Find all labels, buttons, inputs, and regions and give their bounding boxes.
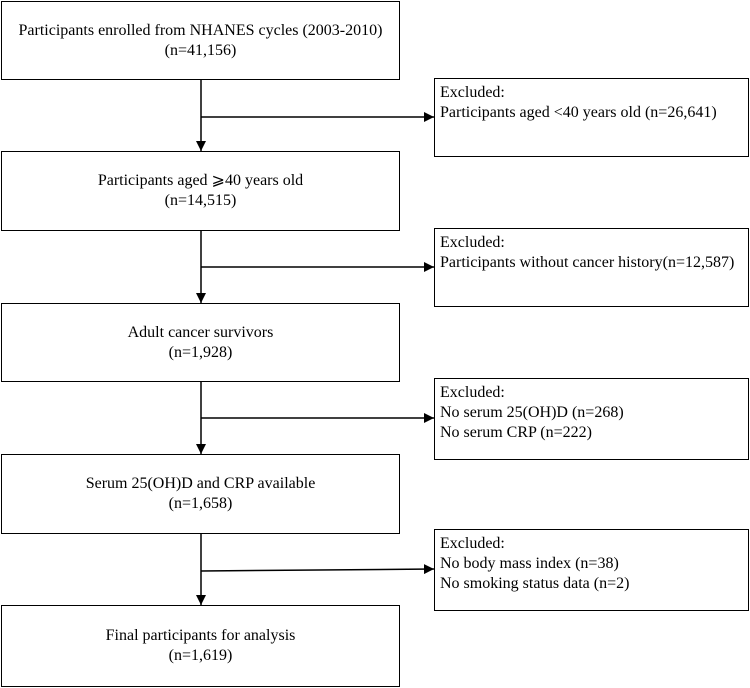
main-box-title: Participants enrolled from NHANES cycles… — [18, 21, 383, 39]
main-box-final-participants: Final participants for analysis (n=1,619… — [1, 605, 400, 687]
arrow-exclusion-4 — [200, 564, 435, 575]
exclusion-line: No smoking status data (n=2) — [440, 575, 630, 592]
exclusion-line: No serum CRP (n=222) — [440, 424, 592, 441]
exclusion-heading: Excluded: — [440, 84, 505, 101]
exclusion-line: No serum 25(OH)D (n=268) — [440, 404, 624, 421]
exclusion-box-serum: Excluded: No serum 25(OH)D (n=268) No se… — [434, 378, 749, 460]
exclusion-line: Participants aged <40 years old (n=26,64… — [440, 104, 717, 121]
main-box-count: (n=1,619) — [168, 647, 233, 664]
main-box-title: Final participants for analysis — [105, 627, 296, 644]
exclusion-line: No body mass index (n=38) — [440, 555, 619, 572]
exclusion-box-bmi-smoking: Excluded: No body mass index (n=38) No s… — [434, 529, 749, 611]
main-box-count: (n=41,156) — [164, 41, 237, 59]
main-box-count: (n=1,928) — [168, 343, 233, 361]
main-box-count: (n=1,658) — [168, 495, 233, 512]
main-box-title: Adult cancer survivors — [127, 323, 274, 341]
main-box-enrolled: Participants enrolled from NHANES cycles… — [1, 1, 400, 80]
main-box-title: Serum 25(OH)D and CRP available — [85, 475, 316, 492]
main-box-aged-40-plus: Participants aged ⩾40 years old (n=14,51… — [1, 151, 400, 231]
exclusion-heading: Excluded: — [440, 234, 505, 251]
exclusion-box-cancer-history: Excluded: Participants without cancer hi… — [434, 228, 749, 307]
exclusion-heading: Excluded: — [440, 535, 505, 552]
main-box-serum-available: Serum 25(OH)D and CRP available (n=1,658… — [1, 454, 400, 534]
main-box-cancer-survivors: Adult cancer survivors (n=1,928) — [1, 303, 400, 382]
main-box-title: Participants aged ⩾40 years old — [97, 172, 304, 189]
exclusion-box-age: Excluded: Participants aged <40 years ol… — [434, 78, 749, 157]
exclusion-line: Participants without cancer history(n=12… — [440, 254, 735, 271]
main-box-count: (n=14,515) — [164, 192, 237, 209]
exclusion-heading: Excluded: — [440, 384, 505, 401]
